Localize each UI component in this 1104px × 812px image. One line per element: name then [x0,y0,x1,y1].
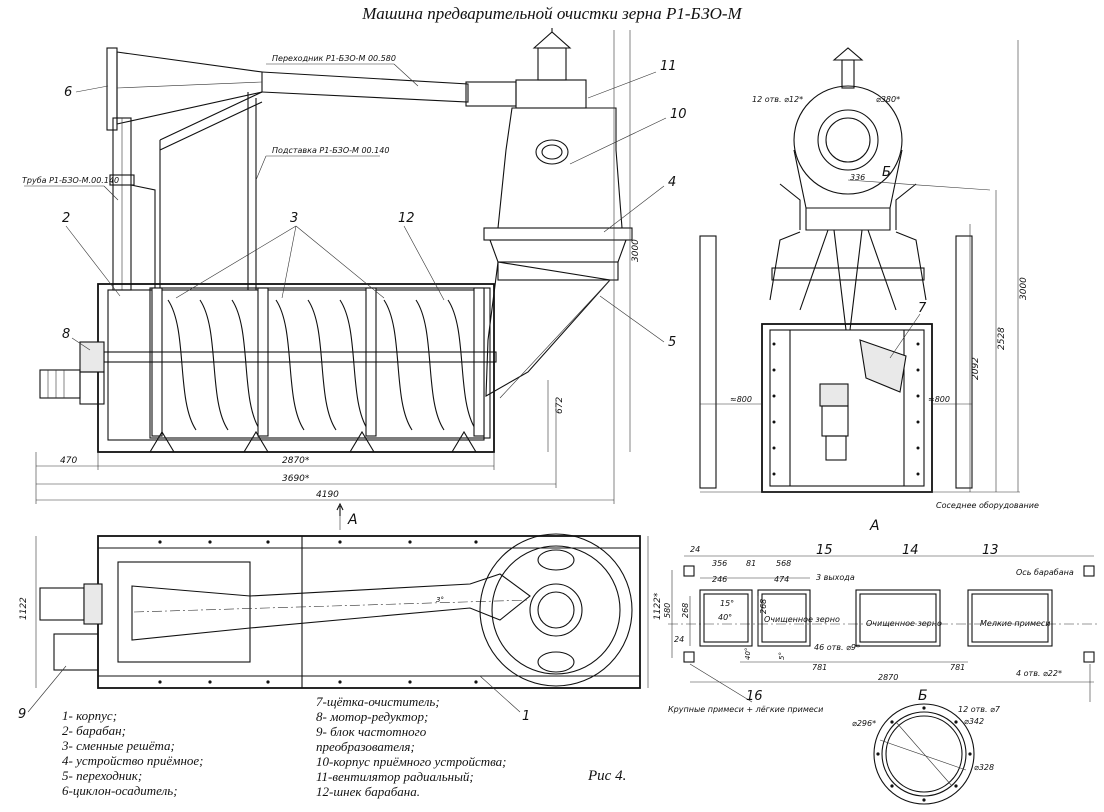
dim-d296: ⌀296* [852,719,876,728]
dim-5deg: 5° [778,652,786,660]
dim-580: 580 [663,603,672,618]
dim-2870b: 2870 [878,673,898,682]
dim-holes12: 12 отв. ⌀12* [752,95,803,104]
plan-view [35,512,649,689]
callout-4: 4 [668,175,676,190]
dim-15deg: 15° [720,599,734,608]
side-view [699,40,1020,493]
label-sosednee: Соседнее оборудование [936,501,1039,510]
label-podstavka: Подставка Р1-БЗО-М 00.140 [272,146,389,155]
legend-left: 1- корпус; 2- барабан; 3- сменные решёта… [62,708,204,798]
legend-item: 12-шнек барабана. [316,784,420,799]
dim-d328: ⌀328 [974,763,994,772]
callout-9: 9 [18,707,26,722]
dim-781a: 781 [812,663,827,672]
drawing-title: Машина предварительной очистки зерна Р1-… [362,4,742,23]
callout-15: 15 [816,543,833,558]
callout-14: 14 [902,543,919,558]
dim-24a: 24 [690,545,700,554]
dim-46-holes: 46 отв. ⌀9* [814,643,860,652]
callout-7: 7 [918,301,927,316]
legend-item: 7-щётка-очиститель; [316,694,440,709]
legend-item: 8- мотор-редуктор; [316,709,429,724]
legend-item: 4- устройство приёмное; [62,753,204,768]
label-krupnye: Крупные примеси + лёгкие примеси [668,705,823,714]
view-b-arrow-label: Б [882,165,891,180]
callout-2: 2 [62,211,70,226]
dim-2092: 2092 [971,357,981,380]
dim-3000b: 3000 [1019,277,1029,300]
arrow-a-label: А [347,512,358,528]
dim-d342: ⌀342 [964,717,984,726]
dim-3deg: 3° [436,596,444,604]
dim-3000: 3000 [631,239,641,262]
dim-24b: 24 [674,635,684,644]
legend-item: 1- корпус; [62,708,118,723]
dim-800-right: ≈800 [928,395,950,404]
dim-4-holes: 4 отв. ⌀22* [1016,669,1062,678]
dim-470: 470 [60,456,77,466]
dim-2528: 2528 [997,327,1007,350]
legend-item: 6-циклон-осадитель; [62,783,178,798]
callout-11: 11 [660,59,677,74]
dim-246: 246 [712,575,727,584]
legend-item: 2- барабан; [62,723,126,738]
dim-800-left: ≈800 [730,395,752,404]
label-os-barabana: Ось барабана [1016,568,1074,577]
label-truba: Труба Р1-БЗО-М.00.140 [22,176,119,185]
legend-item: 10-корпус приёмного устройства; [316,754,507,769]
legend-item: 5- переходник; [62,768,143,783]
figure-caption: Рис 4. [588,768,627,784]
callout-13: 13 [982,543,999,558]
dim-1122-right: 1122* [653,592,663,620]
callout-3: 3 [290,211,298,226]
dim-81: 81 [746,559,756,568]
legend-item: 11-вентилятор радиальный; [316,769,474,784]
dim-3690: 3690* [282,474,310,484]
dim-568: 568 [776,559,791,568]
view-a [668,555,1100,683]
callout-5: 5 [668,335,676,350]
front-view [35,28,633,504]
view-b [873,703,975,805]
view-b-label: Б [918,688,928,704]
callout-16: 16 [746,689,763,704]
legend-item: преобразователя; [316,739,415,754]
dim-268b: 268 [759,599,768,614]
legend-right: 7-щётка-очиститель; 8- мотор-редуктор; 9… [316,694,507,799]
callout-12: 12 [398,211,415,226]
dim-12-holes-b: 12 отв. ⌀7 [958,705,1001,714]
callout-1: 1 [522,709,530,724]
label-ochishch1: Очищенное зерно [764,615,840,624]
label-melkie: Мелкие примеси [980,619,1051,628]
dim-2870: 2870* [282,456,310,466]
dim-336: 336 [850,173,865,182]
callout-10: 10 [670,107,687,122]
dim-672: 672 [555,397,565,414]
dim-268a: 268 [681,603,690,618]
dim-d380: ⌀380* [876,95,900,104]
legend-item: 9- блок частотного [316,724,427,739]
label-perekhodnik: Переходник Р1-БЗО-М 00.580 [272,54,396,63]
label-tri-vykhoda: 3 выхода [816,573,855,582]
legend-item: 3- сменные решёта; [62,738,175,753]
dim-1122-left: 1122 [19,597,29,620]
dim-474: 474 [774,575,789,584]
label-ochishch2: Очищенное зерно [866,619,942,628]
dim-40deg: 40° [718,613,732,622]
dim-4190: 4190 [316,490,339,500]
dim-356: 356 [712,559,727,568]
callout-6: 6 [64,85,72,100]
dim-781b: 781 [950,663,965,672]
view-a-label: А [869,518,880,534]
arrow-a [336,502,344,516]
leader-lines [24,63,1091,713]
callout-8: 8 [62,327,70,342]
dim-40deg-b: 40° [744,648,752,660]
